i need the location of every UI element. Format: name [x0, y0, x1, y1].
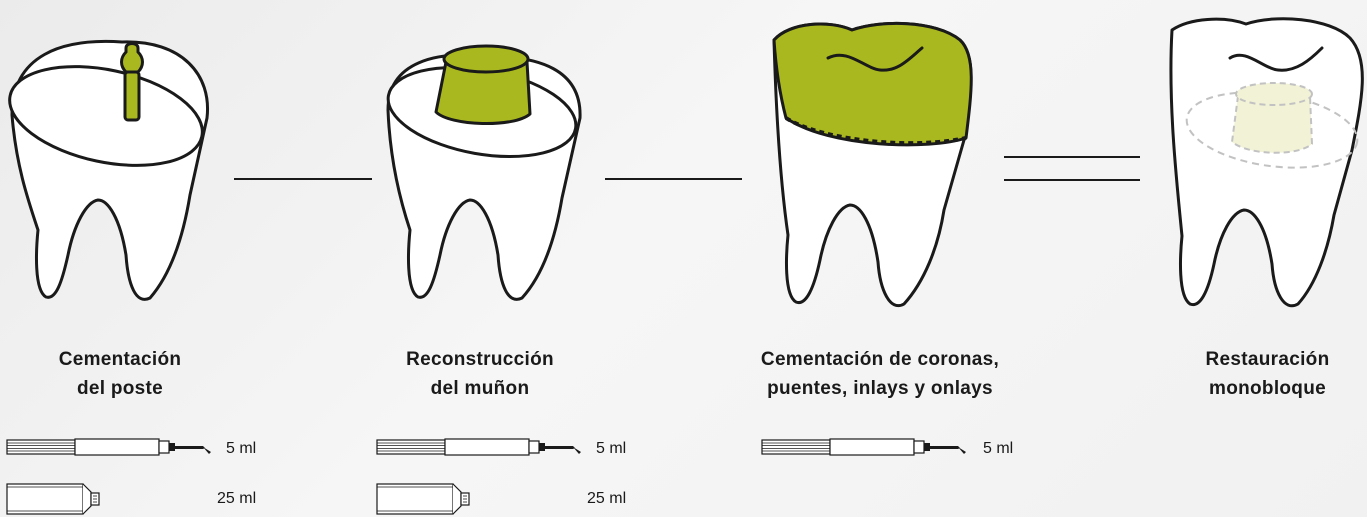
step-caption-monoblock: Restauración monobloque	[1170, 345, 1365, 403]
caption-line: Cementación	[58, 349, 182, 370]
caption-line: del muñon	[430, 378, 530, 399]
caption-line: monobloque	[1209, 378, 1326, 399]
syringe-icon	[376, 438, 582, 456]
syringe-volume-label: 5 ml	[983, 440, 1014, 457]
tooth-with-crown-icon	[772, 22, 973, 308]
cartridge-volume-label: 25 ml	[217, 490, 257, 507]
monoblock-tooth-icon	[1169, 17, 1364, 308]
cartridge-icon	[376, 483, 470, 515]
caption-line: Cementación de coronas,	[760, 349, 1000, 370]
caption-line: del poste	[76, 378, 164, 399]
cartridge-volume-label: 25 ml	[587, 490, 627, 507]
syringe-volume-label: 5 ml	[226, 440, 257, 457]
syringe-volume-label: 5 ml	[596, 440, 627, 457]
tooth-with-core-icon	[386, 44, 582, 301]
syringe-icon	[761, 438, 967, 456]
caption-line: puentes, inlays y onlays	[767, 378, 993, 399]
step-caption-crowns: Cementación de coronas, puentes, inlays …	[720, 345, 1040, 403]
syringe-icon	[6, 438, 212, 456]
step-caption-post: Cementación del poste	[10, 345, 230, 403]
caption-line: Reconstrucción	[406, 349, 554, 370]
cartridge-icon	[6, 483, 100, 515]
equals-sign	[1004, 156, 1140, 181]
caption-line: Restauración	[1205, 349, 1330, 370]
tooth-with-post-icon	[8, 39, 210, 301]
step-caption-core: Reconstrucción del muñon	[365, 345, 595, 403]
